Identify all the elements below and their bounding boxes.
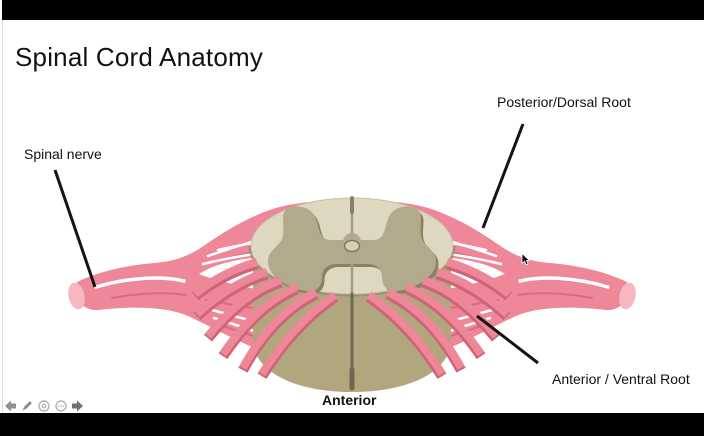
label-pointer-lines bbox=[53, 123, 539, 365]
player-controls bbox=[3, 399, 85, 413]
pointer-circle-icon[interactable] bbox=[37, 399, 51, 413]
next-arrow-icon[interactable] bbox=[71, 399, 85, 413]
top-letterbox-bar bbox=[2, 0, 704, 20]
central-canal bbox=[343, 239, 361, 253]
bottom-letterbox-bar bbox=[0, 413, 704, 436]
label-anterior-ventral-root: Anterior / Ventral Root bbox=[552, 371, 690, 387]
label-spinal-nerve: Spinal nerve bbox=[24, 146, 102, 162]
slide-left-edge bbox=[2, 20, 3, 413]
more-ellipsis-icon[interactable] bbox=[54, 399, 68, 413]
pen-tool-icon[interactable] bbox=[20, 399, 34, 413]
mouse-cursor-icon bbox=[521, 253, 530, 266]
slide-title: Spinal Cord Anatomy bbox=[15, 42, 264, 72]
previous-arrow-icon[interactable] bbox=[3, 399, 17, 413]
label-anterior-caption: Anterior bbox=[322, 392, 377, 408]
label-posterior-dorsal-root: Posterior/Dorsal Root bbox=[497, 94, 631, 110]
